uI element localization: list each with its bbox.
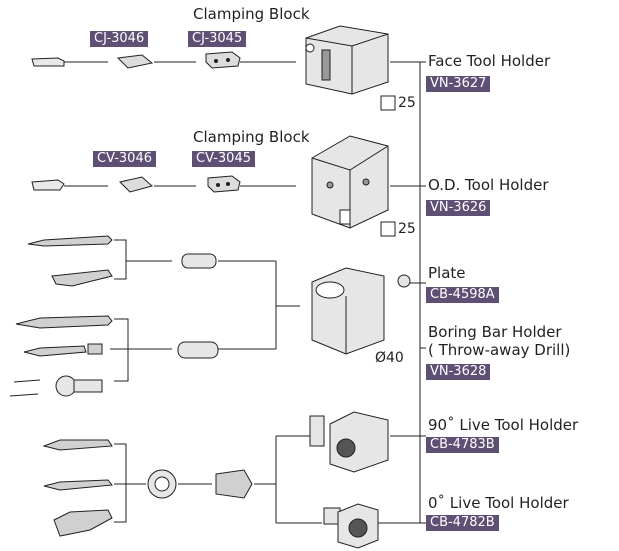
live-tool-90-icon [310,412,388,472]
wedge-part-icon [32,58,64,66]
sleeve-icon [178,342,218,358]
holder-name-od: O.D. Tool Holder [428,177,549,194]
face-tool-holder-icon [306,26,388,94]
holder-name-live-0: 0˚ Live Tool Holder [428,495,569,512]
collet-nut-icon [148,470,176,498]
clamp-wedge-icon [118,55,152,68]
plate-icon [398,275,410,287]
code-cv-3046: CV-3046 [93,151,156,167]
holder-name-face: Face Tool Holder [428,53,550,70]
holder-name-boring-sub: ( Throw-away Drill) [428,342,570,359]
drill-icon [44,440,112,450]
holder-code-live-0: CB-4782B [426,515,499,531]
drill-chuck-icon [10,376,102,396]
code-cj-3046: CJ-3046 [90,31,148,47]
code-cj-3045: CJ-3045 [188,31,246,47]
holder-name-boring: Boring Bar Holder [428,324,562,341]
clamping-block-title-1: Clamping Block [193,6,310,23]
sleeve-icon [182,254,216,268]
end-mill-icon [44,480,112,490]
drill-icon [28,236,112,246]
holder-code-plate: CB-4598A [426,287,499,303]
face-mill-icon [54,510,112,536]
code-cv-3045: CV-3045 [192,151,255,167]
collet-icon [216,470,252,498]
boring-bar-icon [52,270,112,286]
boring-bar-holder-icon [312,268,384,354]
holder-name-live-90: 90˚ Live Tool Holder [428,417,578,434]
dimension-d40: Ø40 [375,350,404,366]
clamping-block-title-2: Clamping Block [193,129,310,146]
dimension-25-b: 25 [398,221,416,237]
drill-icon [16,316,112,328]
holder-code-od: VN-3626 [426,200,490,216]
wedge-part-icon [32,180,64,190]
holder-code-face: VN-3627 [426,76,490,92]
clamp-wedge-icon [120,177,152,192]
dimension-25-a: 25 [398,95,416,111]
od-tool-holder-icon [312,136,388,228]
holder-code-boring: VN-3628 [426,364,490,380]
clamp-block-icon [208,176,240,192]
drill-icon [24,344,102,356]
live-tool-0-icon [324,504,378,548]
holder-name-plate: Plate [428,265,466,282]
holder-code-live-90: CB-4783B [426,437,499,453]
clamp-block-icon [206,52,240,68]
